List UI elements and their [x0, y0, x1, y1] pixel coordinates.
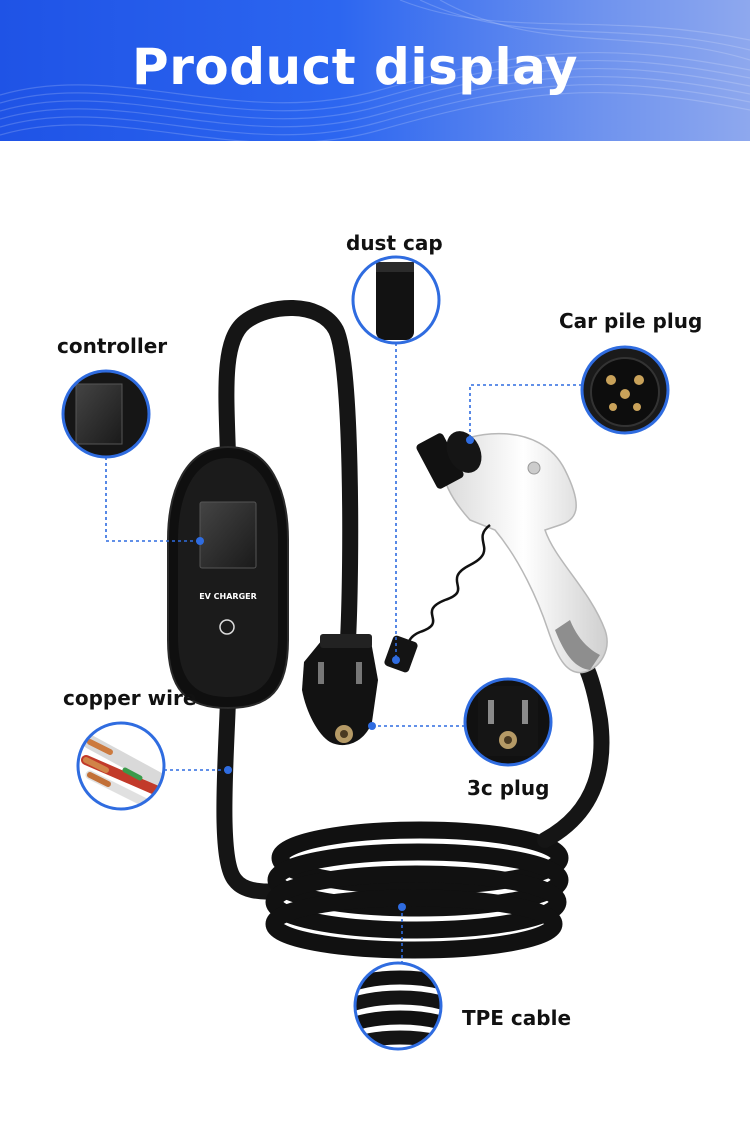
label-tpe-cable: TPE cable	[462, 1006, 572, 1030]
copper-wire-callout	[76, 721, 166, 811]
upper-cable-loop	[218, 300, 359, 648]
hanging-dust-cap	[384, 635, 418, 673]
callout-anchor-dots	[196, 436, 474, 911]
plug-3c	[302, 634, 378, 746]
tpe-cable-callout	[353, 961, 443, 1051]
banner-wave-pattern	[0, 0, 750, 141]
page-title: Product display	[132, 38, 578, 96]
connector-cable	[537, 657, 610, 848]
label-dust-cap: dust cap	[346, 231, 443, 255]
dust-cap-lanyard	[399, 524, 491, 654]
controller-callout	[61, 369, 151, 459]
car-pile-plug-callout	[580, 345, 670, 435]
power-button-icon	[219, 619, 235, 635]
label-3c-plug: 3c plug	[467, 776, 550, 800]
label-copper-wire: copper wire	[63, 686, 197, 710]
label-car-pile-plug: Car pile plug	[559, 309, 703, 333]
coiled-tpe-cable	[265, 821, 569, 959]
controller-unit: EV CHARGER	[167, 445, 289, 710]
header-banner: Product display	[0, 0, 750, 141]
label-controller: controller	[57, 334, 168, 358]
dust-cap-callout	[351, 255, 441, 345]
plug-3c-callout	[463, 677, 553, 767]
car-connector	[416, 431, 608, 674]
product-illustration: EV CHARGER	[61, 255, 670, 1051]
callout-leader-lines	[105, 343, 582, 963]
device-screen-text: EV CHARGER	[199, 592, 257, 601]
